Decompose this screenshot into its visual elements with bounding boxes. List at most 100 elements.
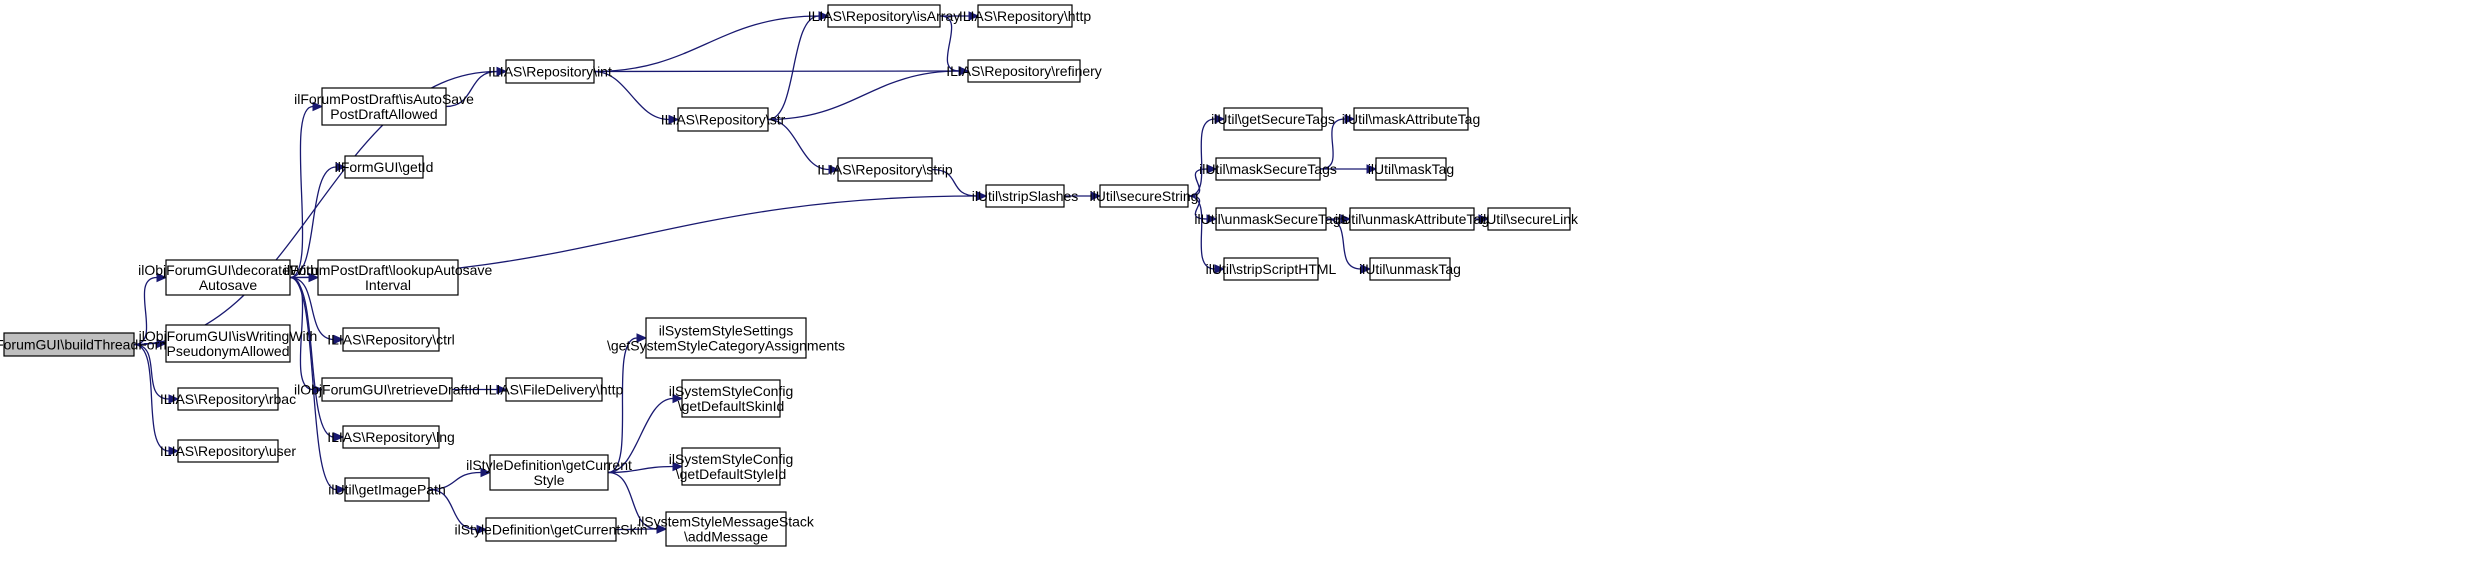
node-getSecureTags[interactable]: ilUtil\getSecureTags <box>1211 107 1335 131</box>
node-label: Autosave <box>199 277 258 293</box>
node-getId[interactable]: ilFormGUI\getId <box>335 155 434 179</box>
edge-str-to-refinery <box>767 66 970 121</box>
node-label: ilUtil\unmaskTag <box>1359 261 1461 277</box>
node-label: PseudonymAllowed <box>167 343 290 359</box>
node-ctrl[interactable]: ILIAS\Repository\ctrl <box>327 327 455 352</box>
edge-str-to-strip <box>767 118 840 175</box>
node-label: \getDefaultSkinId <box>678 398 785 414</box>
node-label: ilObjForumGUI\decorateWith <box>138 262 318 278</box>
node-box <box>3 332 135 357</box>
node-stripSlashes[interactable]: ilUtil\stripSlashes <box>972 184 1079 208</box>
node-label: ilSystemStyleSettings <box>659 323 794 339</box>
node-unmaskAttributeTag[interactable]: ilUtil\unmaskAttributeTag <box>1335 207 1489 231</box>
node-getImagePath[interactable]: ilUtil\getImagePath <box>328 477 446 502</box>
node-label: ilUtil\stripScriptHTML <box>1206 261 1337 277</box>
edge-decorateWithAutosave-to-getImagePath <box>289 276 347 495</box>
node-label: ilObjForumGUI\retrieveDraftId <box>294 382 480 398</box>
node-box <box>1353 107 1469 131</box>
node-box <box>342 327 440 352</box>
node-unmaskTag[interactable]: ilUtil\unmaskTag <box>1359 257 1461 281</box>
node-box <box>837 157 933 182</box>
node-box <box>985 184 1065 208</box>
node-user[interactable]: ILIAS\Repository\user <box>160 439 297 463</box>
node-box <box>1487 207 1571 231</box>
node-int[interactable]: ILIAS\Repository\int <box>488 59 612 84</box>
edge-decorateWithAutosave-to-lng <box>289 276 345 442</box>
edge-isAutoSavePostDraftAllowed-to-int <box>445 66 508 108</box>
node-box <box>489 454 609 491</box>
node-label: ILIAS\Repository\http <box>959 8 1092 24</box>
edge-retrieveDraftId-to-fileDeliveryHttp <box>452 384 508 395</box>
node-box <box>344 155 424 179</box>
edge-buildThreadForm-to-decorateWithAutosave <box>133 272 168 346</box>
node-label: \getDefaultStyleId <box>676 466 787 482</box>
node-label: ilStyleDefinition\getCurrentSkin <box>455 522 648 538</box>
edge-str-to-isArray <box>767 11 830 121</box>
node-box <box>165 259 291 296</box>
node-label: Interval <box>365 277 411 293</box>
node-box <box>665 511 787 547</box>
node-isWritingWithPseudonymAllowed[interactable]: ilObjForumGUI\isWritingWithPseudonymAllo… <box>139 324 318 363</box>
node-box <box>177 439 279 463</box>
node-label: ILIAS\Repository\rbac <box>160 391 296 407</box>
node-box <box>1215 157 1321 181</box>
node-label: ILIAS\Repository\strip <box>817 162 953 178</box>
node-label: ILIAS\Repository\refinery <box>946 63 1102 79</box>
node-box <box>1099 184 1189 208</box>
node-label: ilUtil\secureString <box>1090 188 1199 204</box>
node-label: ilObjForumGUI\isWritingWith <box>139 328 318 344</box>
edge-maskSecureTags-to-maskAttributeTag <box>1319 114 1356 170</box>
node-repoHttp[interactable]: ILIAS\Repository\http <box>959 4 1092 28</box>
node-refinery[interactable]: ILIAS\Repository\refinery <box>946 59 1102 83</box>
node-str[interactable]: ILIAS\Repository\str <box>661 107 786 132</box>
node-retrieveDraftId[interactable]: ilObjForumGUI\retrieveDraftId <box>294 377 480 402</box>
node-label: ilSystemStyleConfig <box>669 383 794 399</box>
node-label: ilUtil\getImagePath <box>328 482 446 498</box>
node-box <box>977 4 1073 28</box>
node-secureLink[interactable]: ilUtil\secureLink <box>1480 207 1579 231</box>
node-label: ilObjForumGUI\buildThreadForm <box>0 337 171 353</box>
node-label: ilSystemStyleMessageStack <box>638 514 815 530</box>
node-isArray[interactable]: ILIAS\Repository\isArray <box>808 4 961 28</box>
edge-maskSecureTags-to-maskTag <box>1319 164 1378 174</box>
node-lng[interactable]: ILIAS\Repository\lng <box>327 425 455 449</box>
node-box <box>317 259 459 296</box>
node-box <box>344 477 430 502</box>
edge-buildThreadForm-to-int <box>133 66 508 346</box>
edge-secureString-to-getSecureTags <box>1187 114 1226 197</box>
node-isAutoSavePostDraftAllowed[interactable]: ilForumPostDraft\isAutoSavePostDraftAllo… <box>294 87 474 126</box>
node-buildThreadForm[interactable]: ilObjForumGUI\buildThreadForm <box>0 332 171 357</box>
node-label: ilUtil\getSecureTags <box>1211 111 1335 127</box>
edge-getCurrentStyle-to-getSystemStyleCategoryAssignments <box>607 333 648 474</box>
node-getCurrentSkin[interactable]: ilStyleDefinition\getCurrentSkin <box>455 517 648 542</box>
node-maskTag[interactable]: ilUtil\maskTag <box>1368 157 1454 181</box>
node-label: ILIAS\Repository\str <box>661 112 786 128</box>
node-getSystemStyleCategoryAssignments[interactable]: ilSystemStyleSettings\getSystemStyleCate… <box>607 317 845 359</box>
edge-unmaskSecureTags-to-unmaskTag <box>1325 218 1372 274</box>
node-label: ilUtil\maskTag <box>1368 161 1454 177</box>
node-box <box>1223 257 1319 281</box>
node-strip[interactable]: ILIAS\Repository\strip <box>817 157 953 182</box>
node-addMessage[interactable]: ilSystemStyleMessageStack\addMessage <box>638 511 815 547</box>
edge-decorateWithAutosave-to-ctrl <box>289 276 345 345</box>
node-unmaskSecureTags[interactable]: ilUtil\unmaskSecureTags <box>1194 207 1348 231</box>
node-maskSecureTags[interactable]: ilUtil\maskSecureTags <box>1199 157 1337 181</box>
node-getDefaultSkinId[interactable]: ilSystemStyleConfig\getDefaultSkinId <box>669 379 794 418</box>
node-secureString[interactable]: ilUtil\secureString <box>1090 184 1199 208</box>
edge-secureString-to-unmaskSecureTags <box>1187 195 1218 224</box>
node-box <box>681 379 781 418</box>
node-label: ilUtil\unmaskAttributeTag <box>1335 211 1489 227</box>
node-box <box>485 517 617 542</box>
node-label: ILIAS\Repository\ctrl <box>327 332 455 348</box>
node-rbac[interactable]: ILIAS\Repository\rbac <box>160 387 296 411</box>
node-getDefaultStyleId[interactable]: ilSystemStyleConfig\getDefaultStyleId <box>669 447 794 486</box>
node-fileDeliveryHttp[interactable]: ILIAS\FileDelivery\http <box>485 377 624 402</box>
edge-secureString-to-maskSecureTags <box>1187 164 1218 197</box>
node-maskAttributeTag[interactable]: ilUtil\maskAttributeTag <box>1342 107 1481 131</box>
node-stripScriptHTML[interactable]: ilUtil\stripScriptHTML <box>1206 257 1337 281</box>
node-box <box>681 447 781 486</box>
